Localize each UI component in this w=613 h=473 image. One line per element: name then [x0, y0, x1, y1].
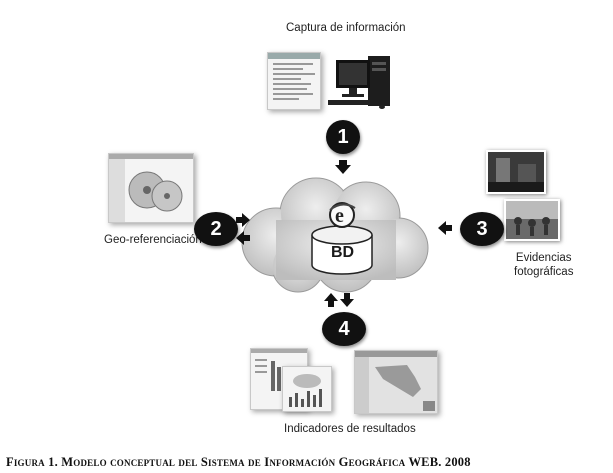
- indicator-map-screenshot: [354, 350, 438, 414]
- arrow-left-icon: [236, 231, 250, 245]
- indicadores-label: Indicadores de resultados: [284, 423, 416, 435]
- figure-caption: Figura 1. Modelo conceptual del Sistema …: [6, 455, 471, 469]
- database-label: BD: [331, 244, 355, 261]
- step-4-badge: 4: [322, 312, 366, 346]
- svg-text:e: e: [335, 205, 344, 227]
- georef-label: Geo-referenciación: [104, 234, 202, 246]
- captura-label: Captura de información: [286, 22, 406, 34]
- step-1-badge: 1: [326, 120, 360, 154]
- evidencias-label: Evidencias fotográficas: [514, 251, 573, 279]
- evidencias-label-line1: Evidencias: [515, 252, 572, 264]
- arrow-down-icon: [335, 160, 351, 174]
- step-3-badge: 3: [460, 212, 504, 246]
- indicator-chart-screenshot-1: [250, 348, 308, 410]
- step-2-badge: 2: [194, 212, 238, 246]
- arrow-down-icon: [340, 293, 354, 307]
- arrow-left-icon: [438, 221, 452, 235]
- georef-map-screenshot: [108, 153, 194, 223]
- evidencias-label-line2: fotográficas: [514, 266, 574, 278]
- computer-icon: [322, 52, 394, 115]
- evidence-photo-2: [504, 199, 560, 241]
- evidence-photo-1: [486, 150, 546, 194]
- indicator-chart-screenshot-2: [282, 366, 332, 412]
- arrow-up-icon: [324, 293, 338, 307]
- arrow-right-icon: [236, 213, 250, 227]
- database-cylinder: [311, 225, 373, 275]
- browser-globe-icon: e: [329, 202, 356, 228]
- capture-form-screenshot: [267, 52, 321, 110]
